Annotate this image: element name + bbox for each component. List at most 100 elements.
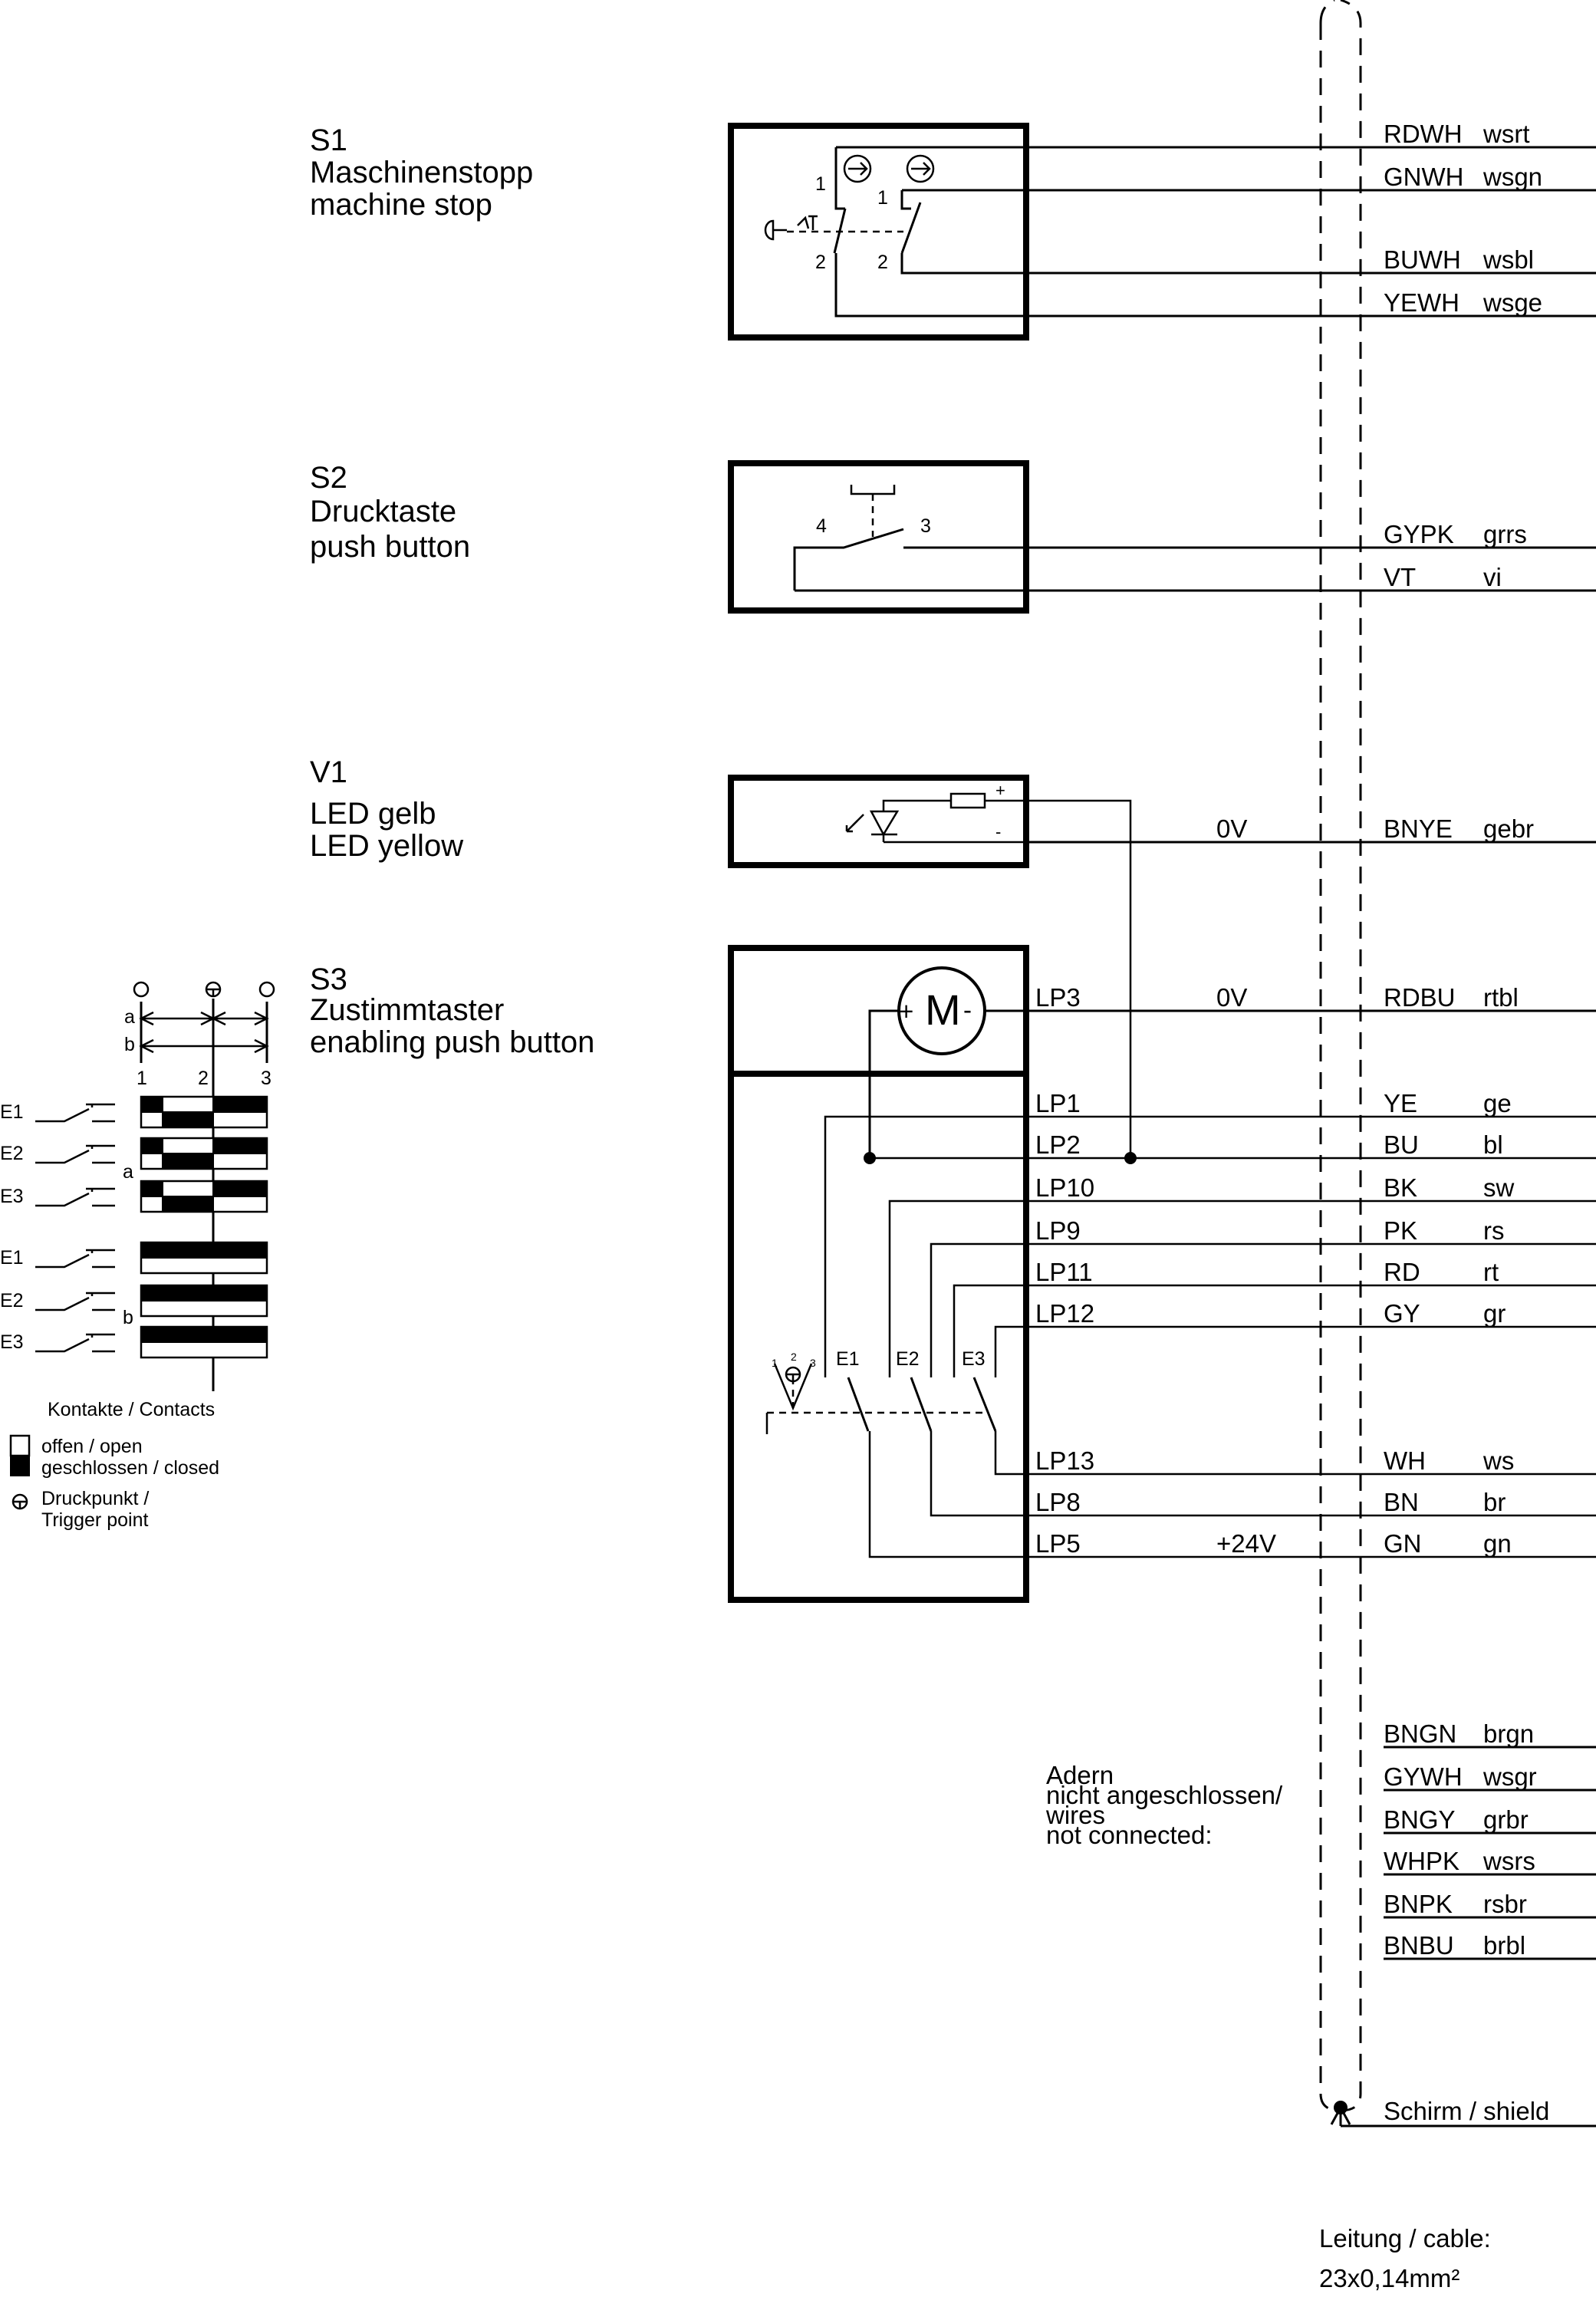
legend-open-swatch xyxy=(9,1434,31,1457)
contact-switch-icon xyxy=(35,1187,115,1207)
s2-name-de: Drucktaste xyxy=(310,495,456,528)
wire-color-de: wsrt xyxy=(1482,120,1530,148)
unconnected-color-de: wsgr xyxy=(1482,1762,1537,1791)
contacts-caption: Kontakte / Contacts xyxy=(48,1399,215,1420)
wire-color-de: sw xyxy=(1483,1173,1515,1202)
actuator-pos-1: 1 xyxy=(772,1357,778,1369)
wire-lp-label: LP12 xyxy=(1035,1299,1094,1328)
wire-color-de: wsge xyxy=(1482,288,1542,317)
s1-enclosure xyxy=(728,123,1029,341)
contact-bar-closed xyxy=(212,1137,268,1154)
legend-trigger-line-1: Druckpunkt / xyxy=(41,1488,149,1509)
contact-switch-icon xyxy=(35,1292,115,1311)
wire-signal-label: 0V xyxy=(1216,983,1247,1012)
s1-id: S1 xyxy=(310,123,347,157)
contact-bar-closed xyxy=(162,1111,214,1128)
actuator-pos-2: 2 xyxy=(791,1351,797,1363)
unconnected-color-de: brgn xyxy=(1483,1719,1534,1748)
unconnected-color-de: brbl xyxy=(1483,1931,1525,1960)
contact-switch-icon xyxy=(35,1249,115,1269)
wire-lp-label: LP11 xyxy=(1035,1258,1093,1286)
contact-row-label: E1 xyxy=(0,1101,24,1123)
s3-contact-e1: E1 xyxy=(836,1348,860,1370)
contact-bar-closed xyxy=(140,1285,268,1302)
unconnected-label-line-4: not connected: xyxy=(1046,1821,1213,1849)
unconnected-color-de: rsbr xyxy=(1483,1890,1527,1918)
wire-color-de: gn xyxy=(1483,1529,1512,1558)
unconnected-color-de: grbr xyxy=(1483,1805,1529,1834)
s1-actuator-icon xyxy=(764,219,787,241)
wire-color-code: WH xyxy=(1384,1446,1426,1475)
group-b-label: b xyxy=(123,1307,133,1328)
wire-color-de: grrs xyxy=(1483,520,1527,548)
wire-color-de: br xyxy=(1483,1488,1506,1516)
s1-machine-stop: S1 Maschinenstopp machine stop 1 1 2 2 xyxy=(310,123,1596,341)
unconnected-wire-table: Adern nicht angeschlossen/ wires not con… xyxy=(1045,1719,1596,1960)
v1-plus: + xyxy=(995,781,1005,800)
v1-enclosure xyxy=(728,775,1029,868)
unconnected-label-line-3: wires xyxy=(1045,1801,1105,1829)
wire-lp-label: LP2 xyxy=(1035,1130,1081,1159)
pos-label-3: 3 xyxy=(261,1068,271,1089)
wire-color-code: VT xyxy=(1384,563,1416,591)
wire-color-de: rtbl xyxy=(1483,983,1519,1012)
s2-name-en: push button xyxy=(310,530,470,564)
range-a-label: a xyxy=(124,1006,135,1028)
s2-pin-3: 3 xyxy=(920,515,931,537)
wire-color-de: bl xyxy=(1483,1130,1503,1159)
wire-lp-label: LP5 xyxy=(1035,1529,1081,1558)
contact-row-label: E3 xyxy=(0,1186,24,1207)
legend-closed-swatch xyxy=(10,1455,30,1476)
wire-color-de: gebr xyxy=(1483,814,1534,843)
wire-color-code: YE xyxy=(1384,1089,1417,1117)
wire-lp-label: LP8 xyxy=(1035,1488,1081,1516)
wire-color-code: BK xyxy=(1384,1173,1417,1202)
cable-spec: 23x0,14mm² xyxy=(1319,2264,1459,2292)
s2-enclosure xyxy=(728,460,1029,614)
contact-switch-icon xyxy=(35,1333,115,1353)
wire-signal-label: +24V xyxy=(1216,1529,1276,1558)
wire-color-code: RD xyxy=(1384,1258,1420,1286)
v1-id: V1 xyxy=(310,755,347,789)
junction-node xyxy=(864,1152,876,1164)
wire-color-code: GYPK xyxy=(1384,520,1454,548)
wire-color-code: GY xyxy=(1384,1299,1420,1328)
position-1-icon xyxy=(133,981,150,998)
unconnected-color-code: GYWH xyxy=(1384,1762,1463,1791)
unconnected-color-code: BNGY xyxy=(1384,1805,1456,1834)
wire-color-de: wsgn xyxy=(1482,163,1542,191)
contact-row-label: E3 xyxy=(0,1331,24,1353)
v1-name-en: LED yellow xyxy=(310,829,463,863)
contact-bar-closed xyxy=(140,1326,268,1343)
wire-color-code: BUWH xyxy=(1384,245,1461,274)
contact-bar-closed xyxy=(140,1096,163,1113)
s2-push-button: S2 Drucktaste push button 4 3 xyxy=(310,460,1596,614)
contact-row-label: E2 xyxy=(0,1143,24,1164)
wire-lp-label: LP9 xyxy=(1035,1216,1081,1245)
wire-color-de: gr xyxy=(1483,1299,1506,1328)
wire-color-code: RDWH xyxy=(1384,120,1463,148)
contact-bar-closed xyxy=(162,1196,214,1213)
wire-color-de: vi xyxy=(1483,563,1502,591)
wire-color-code: GNWH xyxy=(1384,163,1463,191)
wire-color-code: BU xyxy=(1384,1130,1419,1159)
resistor-icon xyxy=(949,792,986,809)
unconnected-label-line-1: Adern xyxy=(1046,1761,1114,1789)
wire-lp-label: LP1 xyxy=(1035,1089,1081,1117)
led-icon xyxy=(869,810,900,842)
wire-color-code: GN xyxy=(1384,1529,1422,1558)
wire-lp-label: LP3 xyxy=(1035,983,1081,1012)
contact-row-label: E2 xyxy=(0,1290,24,1311)
s1-pin-1b: 1 xyxy=(877,187,888,209)
contact-bar-closed xyxy=(162,1153,214,1170)
s3-contact-e2: E2 xyxy=(896,1348,920,1370)
contact-switch-icon xyxy=(35,1103,115,1123)
unconnected-color-de: wsrs xyxy=(1482,1847,1535,1875)
shield-label: Schirm / shield xyxy=(1384,2097,1549,2125)
motor-plus: + xyxy=(899,997,913,1025)
wire-color-code: BNYE xyxy=(1384,814,1453,843)
s3-name-de: Zustimmtaster xyxy=(310,993,504,1027)
legend-trigger-line-2: Trigger point xyxy=(41,1509,148,1531)
